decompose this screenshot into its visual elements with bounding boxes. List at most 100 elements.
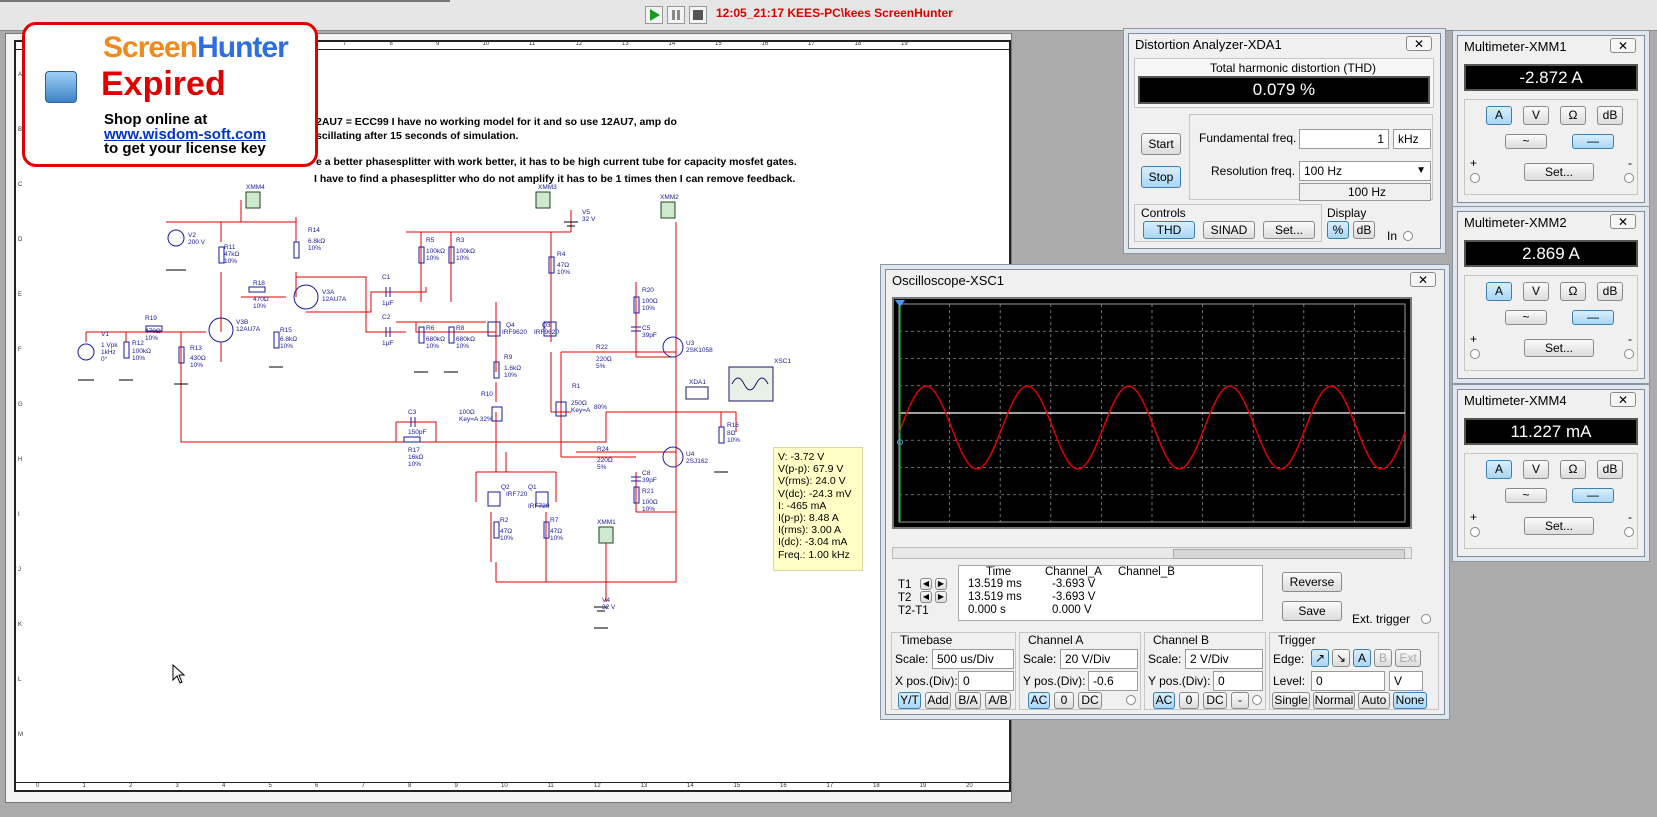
minus-terminal[interactable] [1624,173,1634,183]
screenhunter-expired-banner[interactable]: ScreenHunter Expired Shop online at www.… [22,22,318,167]
cursor-left-arrow-icon[interactable]: ◀ [920,578,932,590]
start-button[interactable]: Start [1141,133,1181,155]
ac-mode-button[interactable]: ~ [1505,134,1547,149]
db-button[interactable]: dB [1353,221,1375,239]
distortion-analyzer-window[interactable]: Distortion Analyzer-XDA1 ✕ Total harmoni… [1128,33,1441,249]
auto-button[interactable]: Auto [1358,692,1390,709]
scroll-thumb[interactable] [1173,549,1405,559]
xpos-input[interactable]: 0 [958,671,1014,691]
close-button[interactable]: ✕ [1610,392,1636,407]
normal-button[interactable]: Normal [1313,692,1355,709]
amps-button[interactable]: A [1486,460,1512,479]
cursor-right-arrow-icon[interactable]: ▶ [935,591,947,603]
pause-button[interactable] [667,6,685,24]
run-button[interactable] [645,6,663,24]
single-button[interactable]: Single [1272,692,1310,709]
scope-screen[interactable] [892,297,1412,529]
chb-terminal[interactable] [1252,695,1262,705]
stop-sim-button[interactable] [689,6,707,24]
ohms-button[interactable]: Ω [1560,282,1586,301]
falling-edge-button[interactable]: ↘ [1332,649,1350,667]
set-button[interactable]: Set... [1263,221,1315,239]
close-button[interactable]: ✕ [1406,36,1432,51]
minus-terminal[interactable] [1624,349,1634,359]
ac-mode-button[interactable]: ~ [1505,310,1547,325]
close-button[interactable]: ✕ [1610,38,1636,53]
close-button[interactable]: ✕ [1410,272,1436,287]
save-button[interactable]: Save [1282,601,1342,621]
chb-minus-button[interactable]: - [1231,692,1249,709]
percent-button[interactable]: % [1327,221,1349,239]
trigger-ext-button[interactable]: Ext [1395,649,1421,667]
plus-terminal[interactable] [1470,527,1480,537]
chb-zero-button[interactable]: 0 [1179,692,1199,709]
amps-button[interactable]: A [1486,282,1512,301]
input-terminal[interactable] [1403,231,1413,241]
minus-terminal[interactable] [1624,527,1634,537]
db-button[interactable]: dB [1597,282,1623,301]
cursor-left-arrow-icon[interactable]: ◀ [920,591,932,603]
chb-dc-button[interactable]: DC [1203,692,1227,709]
timebase-scale-input[interactable]: 500 us/Div [932,649,1014,669]
db-button[interactable]: dB [1597,106,1623,125]
reverse-button[interactable]: Reverse [1282,572,1342,592]
circuit-schematic[interactable] [16,42,1009,790]
rising-edge-button[interactable]: ↗ [1311,649,1329,667]
dc-mode-button[interactable]: — [1572,310,1614,325]
cha-ac-button[interactable]: AC [1028,692,1050,709]
plus-terminal[interactable] [1470,173,1480,183]
none-button[interactable]: None [1393,692,1427,709]
close-button[interactable]: ✕ [1610,214,1636,229]
cha-ypos-input[interactable]: -0.6 [1088,671,1138,691]
chb-ac-button[interactable]: AC [1153,692,1175,709]
cursor-right-arrow-icon[interactable]: ▶ [935,578,947,590]
volts-button[interactable]: V [1523,282,1549,301]
cha-dc-button[interactable]: DC [1078,692,1102,709]
dc-mode-button[interactable]: — [1572,488,1614,503]
stop-button[interactable]: Stop [1141,166,1181,188]
value-r18: 470Ω [253,296,269,303]
volts-button[interactable]: V [1523,106,1549,125]
cha-terminal[interactable] [1126,695,1136,705]
fundamental-unit[interactable]: kHz [1393,129,1431,149]
ab-mode-button[interactable]: A/B [985,692,1011,709]
cha-scale-input[interactable]: 20 V/Div [1060,649,1138,669]
set-button[interactable]: Set... [1524,339,1594,357]
ba-mode-button[interactable]: B/A [955,692,981,709]
plus-terminal[interactable] [1470,349,1480,359]
cursor-marker-icon[interactable] [895,300,905,307]
chb-ypos-input[interactable]: 0 [1213,671,1263,691]
license-link[interactable]: www.wisdom-soft.com [104,126,266,143]
resolution-select[interactable]: 100 Hz ▼ [1299,161,1431,181]
ext-trigger-terminal[interactable] [1421,614,1431,624]
label-r5: R5 [426,237,435,244]
set-button[interactable]: Set... [1524,517,1594,535]
add-mode-button[interactable]: Add [925,692,951,709]
fundamental-input[interactable]: 1 [1299,129,1389,149]
chb-scale-input[interactable]: 2 V/Div [1185,649,1263,669]
db-button[interactable]: dB [1597,460,1623,479]
set-button[interactable]: Set... [1524,163,1594,181]
sinad-button[interactable]: SINAD [1203,221,1255,239]
ruler-top-tick: 15 [715,41,722,47]
level-unit[interactable]: V [1389,671,1423,691]
thd-button[interactable]: THD [1143,221,1195,239]
ohms-button[interactable]: Ω [1560,106,1586,125]
ohms-button[interactable]: Ω [1560,460,1586,479]
label-r19: R19 [145,315,157,322]
level-input[interactable]: 0 [1311,671,1385,691]
yt-mode-button[interactable]: Y/T [898,692,921,709]
trigger-a-button[interactable]: A [1353,649,1371,667]
ac-mode-button[interactable]: ~ [1505,488,1547,503]
cha-zero-button[interactable]: 0 [1054,692,1074,709]
probe-vdc: V(dc): -24.3 mV [778,487,852,500]
amps-button[interactable]: A [1486,106,1512,125]
scope-scrollbar[interactable] [892,547,1412,559]
trigger-b-button[interactable]: B [1374,649,1392,667]
volts-button[interactable]: V [1523,460,1549,479]
dc-mode-button[interactable]: — [1572,134,1614,149]
